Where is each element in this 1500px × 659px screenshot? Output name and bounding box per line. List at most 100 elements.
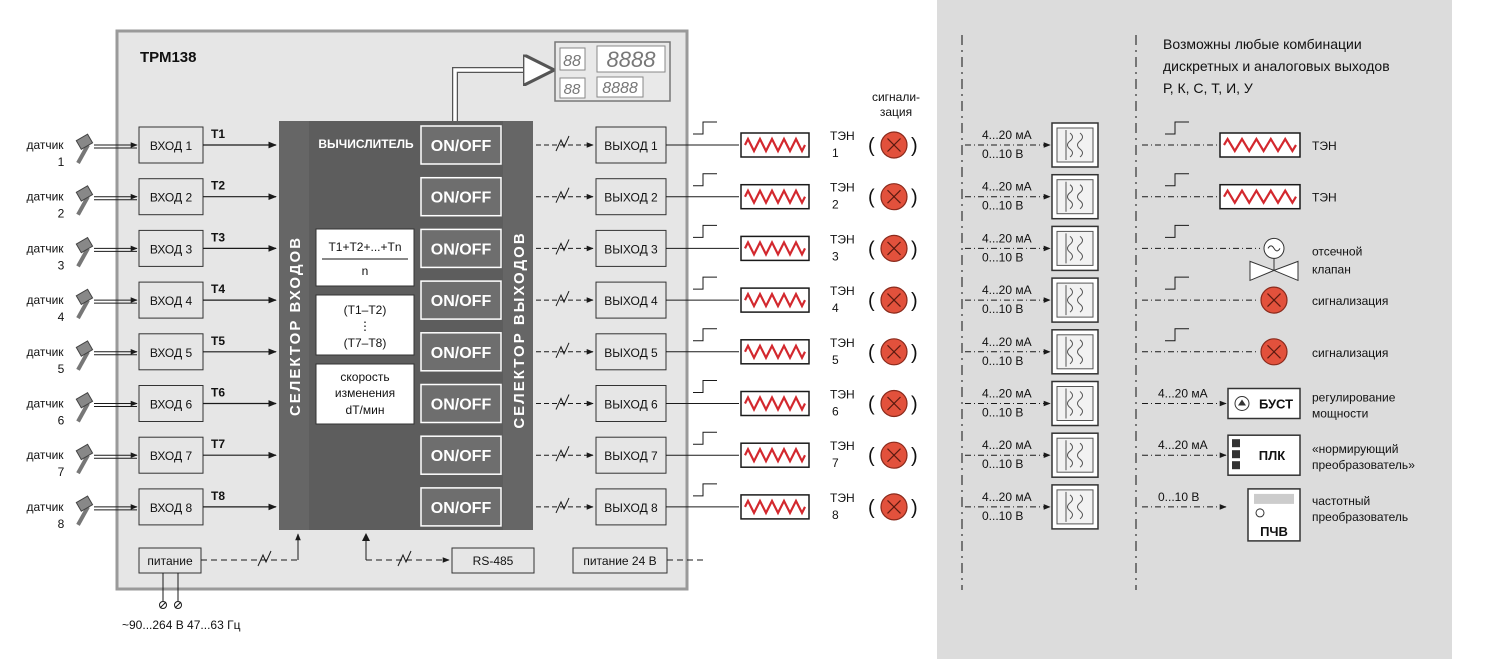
svg-text:): ) <box>911 342 918 364</box>
heater-icon <box>740 494 810 520</box>
alarm-icon <box>880 286 908 314</box>
sensor-number: 5 <box>58 362 65 376</box>
combo-row-heater: ТЭН <box>1142 121 1337 158</box>
power-spec: ~90...264 В 47...63 Гц <box>122 618 241 632</box>
combo-row-alarm: сигнализация <box>1142 276 1388 314</box>
alarm-icon <box>880 183 908 211</box>
combo-header-line3: Р, К, С, Т, И, У <box>1163 80 1253 96</box>
input-label: ВХОД 5 <box>150 346 193 360</box>
alarm-icon <box>1260 338 1288 366</box>
analog-converter-icon <box>1051 329 1099 375</box>
temperature-label: T3 <box>211 230 225 244</box>
output-label: ВЫХОД 1 <box>604 139 658 153</box>
power24-label: питание 24 В <box>583 554 656 568</box>
combo-row-heater: ТЭН <box>1142 173 1337 210</box>
heater-icon <box>1219 183 1301 210</box>
heater-number: 7 <box>832 456 839 470</box>
combo-box-label: ПЧВ <box>1260 524 1288 539</box>
svg-text:(: ( <box>868 187 875 209</box>
voltage-label: 0...10 В <box>982 406 1023 420</box>
heater-number: 5 <box>832 353 839 367</box>
output-block <box>595 333 667 371</box>
thermocouple-icon <box>75 288 94 320</box>
onoff-label: ON/OFF <box>431 345 492 362</box>
output-label: ВЫХОД 4 <box>604 294 658 308</box>
combo-label: частотный <box>1312 494 1370 508</box>
heater-number: 1 <box>832 146 839 160</box>
sensor-number: 4 <box>58 310 65 324</box>
heater-icon <box>740 390 810 417</box>
combo-signal: 0...10 В <box>1158 490 1199 504</box>
converter-row: 4...20 мА0...10 В <box>965 329 1099 375</box>
display-digits-1: 88 <box>563 53 581 70</box>
combo-label: ТЭН <box>1312 191 1337 205</box>
sensor-label: датчик <box>26 397 64 411</box>
input-block <box>138 229 204 267</box>
sensor-number: 3 <box>58 258 65 272</box>
temperature-label: T4 <box>211 282 225 296</box>
calc-avg-box: T1+T2+...+Tn n <box>315 228 415 287</box>
thermocouple-icon <box>75 443 94 475</box>
calc-diff-box: (T1–T2) ⋮ (T7–T8) <box>315 294 415 356</box>
thermocouple-icon <box>75 236 94 268</box>
rs485-block: RS-485 <box>451 547 535 574</box>
converter-row: 4...20 мА0...10 В <box>965 225 1099 272</box>
onoff-block <box>420 435 502 475</box>
input-block <box>138 436 204 474</box>
input-selector-label: СЕЛЕКТОР ВХОДОВ <box>287 236 304 416</box>
thermocouple-icon <box>75 185 94 216</box>
output-block <box>595 385 667 422</box>
input-label: ВХОД 1 <box>150 139 193 153</box>
heater-label: ТЭН <box>830 491 855 505</box>
onoff-block <box>420 487 502 527</box>
onoff-label: ON/OFF <box>431 241 492 258</box>
signal-header-line2: зация <box>880 105 912 119</box>
combo-box-label: БУСТ <box>1259 397 1293 412</box>
svg-text:): ) <box>911 135 918 157</box>
heater-label: ТЭН <box>830 336 855 350</box>
options-panel <box>937 0 1452 659</box>
svg-text:): ) <box>911 238 918 260</box>
heater-icon <box>740 132 810 158</box>
output-block <box>595 488 667 526</box>
alarm-icon <box>880 493 908 521</box>
temperature-label: T6 <box>211 386 225 400</box>
onoff-block <box>420 125 502 165</box>
svg-text:(: ( <box>868 394 875 416</box>
output-label: ВЫХОД 6 <box>604 398 658 412</box>
output-block <box>595 436 667 474</box>
calc-diff-line3: (T7–T8) <box>344 336 387 350</box>
voltage-label: 0...10 В <box>982 147 1023 161</box>
combo-label: преобразователь» <box>1312 458 1415 472</box>
thermocouple-icon <box>75 340 94 371</box>
output-block <box>595 281 667 319</box>
sensor-label: датчик <box>26 500 64 514</box>
combo-label: клапан <box>1312 262 1351 276</box>
bust-device-icon: БУСТ <box>1227 387 1301 420</box>
input-label: ВХОД 3 <box>150 242 193 256</box>
converter-row: 4...20 мА0...10 В <box>965 432 1099 478</box>
sensor-number: 7 <box>58 465 65 479</box>
onoff-block <box>420 383 502 424</box>
combo-label: «нормирующий <box>1312 442 1398 456</box>
heater-label: ТЭН <box>830 129 855 143</box>
svg-text:(: ( <box>868 238 875 260</box>
onoff-block <box>420 228 502 269</box>
alarm-icon <box>880 389 908 418</box>
onoff-label: ON/OFF <box>431 293 492 310</box>
heater-label: ТЭН <box>830 388 855 402</box>
converter-row: 4...20 мА0...10 В <box>965 122 1099 168</box>
pchv-device-icon: ПЧВ <box>1247 488 1301 542</box>
svg-text:(: ( <box>868 290 875 312</box>
onoff-block <box>420 280 502 320</box>
